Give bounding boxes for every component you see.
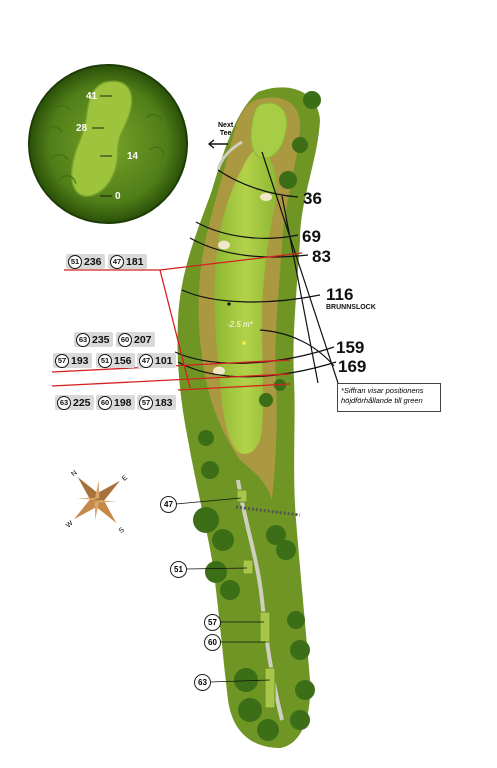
tee-box xyxy=(264,667,276,709)
distance-169: 169 xyxy=(338,357,366,376)
distance-69: 69 xyxy=(302,227,321,246)
bunker xyxy=(260,193,272,201)
height-label: -2.5 m* xyxy=(227,320,253,329)
tee-number: 63 xyxy=(57,395,71,410)
note-line2: höjdförhållande till green xyxy=(341,396,423,405)
tee-distance: 198 xyxy=(114,396,132,409)
tee-number: 60 xyxy=(118,332,132,347)
tee-marker-47: 47 xyxy=(160,496,177,513)
trees xyxy=(193,91,321,741)
tee-number: 57 xyxy=(55,353,69,368)
tee-distance: 236 xyxy=(84,255,102,268)
distance-83: 83 xyxy=(312,247,331,266)
tee-distance: 207 xyxy=(134,333,152,346)
distance-116: 116 xyxy=(326,285,353,304)
inset-label-28: 28 xyxy=(76,123,88,134)
tee-number: 57 xyxy=(139,395,153,410)
tee-number: 47 xyxy=(110,254,124,269)
green-inset: 41 28 14 0 xyxy=(28,64,188,224)
tee-marker-60: 60 xyxy=(204,634,221,651)
tee-box xyxy=(259,611,271,643)
tee-box xyxy=(242,559,254,575)
tee-box xyxy=(236,489,248,503)
marker-leader-lines xyxy=(175,497,271,683)
compass-e: E xyxy=(121,474,129,483)
inset-label-14: 14 xyxy=(127,151,139,162)
next-tee-path xyxy=(216,140,243,171)
compass-w: W xyxy=(65,520,75,530)
distance-159: 159 xyxy=(336,338,364,357)
tee-distance: 193 xyxy=(71,354,89,367)
tee-number: 51 xyxy=(98,353,112,368)
distance-36: 36 xyxy=(303,189,322,208)
tee-distance: 225 xyxy=(73,396,91,409)
compass-rose: N S W E xyxy=(65,470,129,535)
inset-label-41: 41 xyxy=(86,91,98,102)
tee-distance: 101 xyxy=(155,354,173,367)
tee-marker-57: 57 xyxy=(204,614,221,631)
tee-number: 47 xyxy=(139,353,153,368)
tee-distance: 183 xyxy=(155,396,173,409)
inset-green-shape xyxy=(70,80,133,197)
inset-label-0: 0 xyxy=(115,191,121,202)
height-point xyxy=(242,341,246,345)
next-tee-arrow xyxy=(207,139,228,149)
tee-marker-51: 51 xyxy=(170,561,187,578)
note-line1: *Siffran visar positionens xyxy=(341,386,424,395)
target-dot xyxy=(227,302,231,306)
bunker xyxy=(213,366,225,376)
tee-distance: 235 xyxy=(92,333,110,346)
elevation-note: *Siffran visar positionens höjdförhållan… xyxy=(337,383,441,412)
direction-lines xyxy=(259,151,339,384)
compass-s: S xyxy=(118,526,126,535)
tee-distance: 156 xyxy=(114,354,132,367)
tee-marker-63: 63 xyxy=(194,674,211,691)
green xyxy=(250,102,288,159)
tee-number: 63 xyxy=(76,332,90,347)
next-tee-line2: Tee xyxy=(219,130,232,137)
tee-distance: 181 xyxy=(126,255,144,268)
distance-116-sub: BRUNNSLOCK xyxy=(326,304,376,311)
next-tee-line1: Next xyxy=(218,122,234,129)
bunker xyxy=(218,240,230,250)
tee-number: 51 xyxy=(68,254,82,269)
tee-number: 60 xyxy=(98,395,112,410)
next-tee-label: Next Tee xyxy=(218,122,233,138)
distance-arcs xyxy=(174,169,337,378)
hazard-line xyxy=(235,505,301,517)
compass-n: N xyxy=(70,470,78,479)
